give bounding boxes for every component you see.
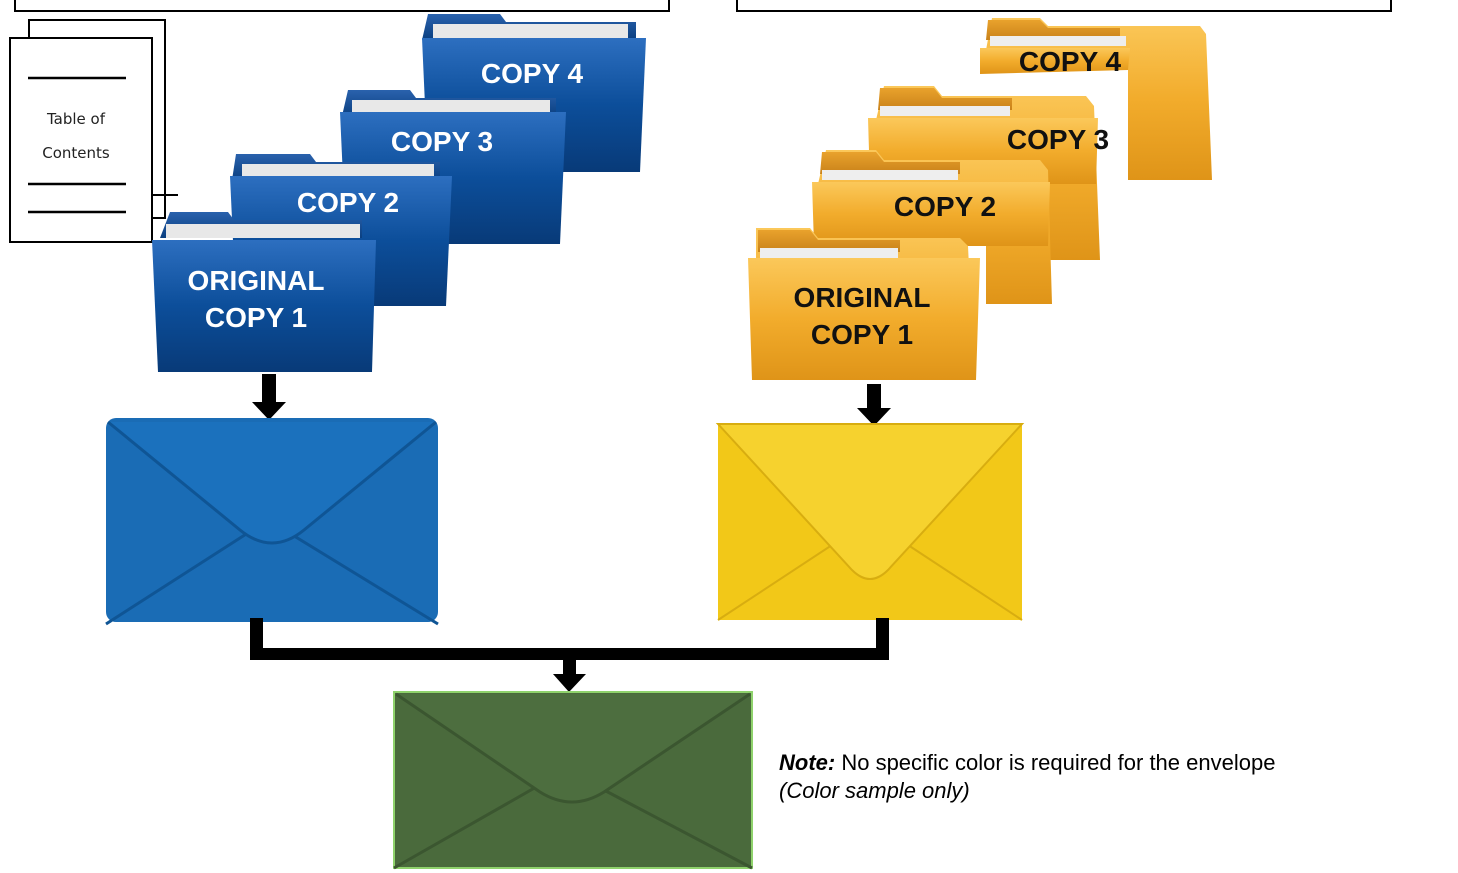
gold-folder-copy4-label: COPY 4 (970, 44, 1170, 81)
gold-folder-copy4-icon (980, 18, 1212, 180)
table-of-contents-document: Table of Contents (9, 19, 178, 243)
gold-copy4-line1: COPY 4 (1018, 46, 1122, 77)
note-line1: Note: No specific color is required for … (779, 749, 1275, 777)
yellow-envelope-icon (715, 423, 1025, 621)
arrow-blue-folder-to-envelope (252, 374, 286, 420)
toc-line2: Contents (42, 144, 110, 162)
gold-folder-original-icon (748, 228, 980, 380)
blue-envelope-icon (105, 418, 439, 626)
note-subtext: (Color sample only) (779, 777, 1275, 805)
blue-original-line1: ORIGINAL (187, 265, 325, 296)
blue-folder-original-icon (152, 212, 376, 372)
gold-folder-copy2-icon (812, 150, 1052, 304)
color-note: Note: No specific color is required for … (779, 749, 1275, 804)
blue-original-line2: COPY 1 (204, 301, 308, 333)
blue-folder-copy4-label: COPY 4 (432, 56, 632, 93)
gold-original-line1: ORIGINAL (793, 282, 931, 313)
gold-copy2-line1: COPY 2 (893, 191, 997, 222)
right-header-box (736, 0, 1392, 12)
note-prefix: Note: (779, 750, 836, 775)
gold-original-line2: COPY 1 (810, 318, 914, 350)
blue-folder-copy3-label: COPY 3 (342, 124, 542, 161)
note-subtext-italic: (Color sample only) (779, 777, 970, 803)
left-header-box (14, 0, 670, 12)
blue-folder-copy2-label: COPY 2 (248, 185, 448, 222)
gold-folder-original-label: ORIGINAL COPY 1 (762, 280, 962, 354)
green-envelope-icon (393, 691, 753, 870)
merge-connector (250, 618, 889, 692)
gold-folder-copy3-label: COPY 3 (958, 122, 1158, 159)
gold-copy3-line1: COPY 3 (1006, 124, 1110, 155)
gold-folder-copy2-label: COPY 2 (845, 189, 1045, 226)
blue-copy4-line1: COPY 4 (480, 58, 584, 89)
blue-copy2-line1: COPY 2 (296, 187, 400, 218)
note-text: No specific color is required for the en… (835, 750, 1276, 775)
blue-folder-original-label: ORIGINAL COPY 1 (156, 263, 356, 337)
arrow-gold-folder-to-envelope (857, 384, 891, 426)
blue-copy3-line1: COPY 3 (390, 126, 494, 157)
toc-line1: Table of (46, 110, 106, 128)
